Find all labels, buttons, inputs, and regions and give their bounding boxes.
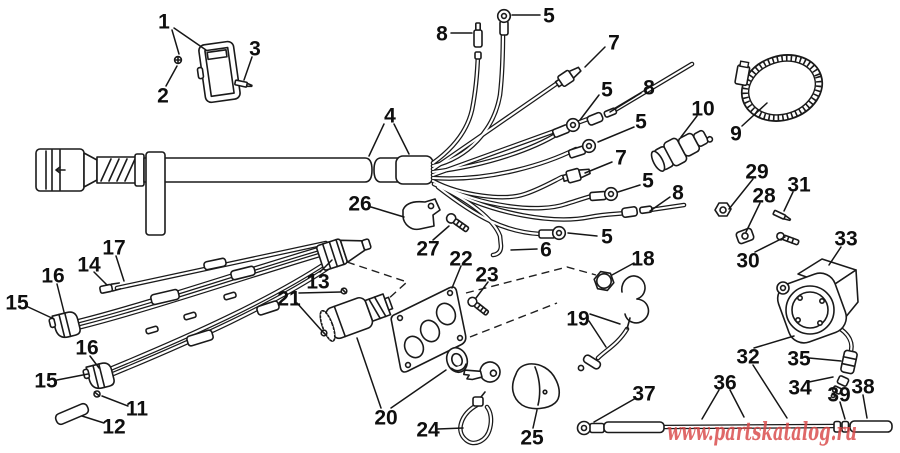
part-hex-nut-18 [593,270,615,292]
callout-31: 31 [787,174,811,197]
part-bezel-nut [445,346,469,374]
callout-8: 8 [643,77,655,100]
spade-terminal-icon [554,66,582,88]
screw-30-icon [776,231,800,246]
part-connector-13 [315,238,372,271]
callout-11: 11 [126,398,149,421]
callout-3: 3 [249,38,261,61]
callout-29: 29 [745,161,768,184]
callout-39: 39 [827,384,850,407]
callout-16: 16 [75,337,98,360]
nut-29-icon [714,202,732,217]
part-boot-25 [511,363,561,410]
callout-20: 20 [374,407,397,430]
screw-3-icon [234,79,253,88]
tube-12-icon [54,402,90,426]
assembly-guide-lines [346,261,597,338]
terminal-screw-icon [340,287,348,295]
callout-5: 5 [635,111,647,134]
elbow-connector-icon [82,362,115,390]
callout-28: 28 [752,185,776,208]
callout-24: 24 [416,419,440,442]
part-lead-wires [48,257,280,426]
callout-7: 7 [615,147,627,170]
part-ignition-switch-20 [319,287,394,342]
callout-15: 15 [34,370,58,393]
part-lanyard-clip-19 [577,275,650,372]
callout-1: 1 [158,11,170,34]
spade-terminal-icon [561,167,591,184]
screw-2-icon [173,55,183,65]
callout-5: 5 [601,226,613,249]
callout-35: 35 [787,348,811,371]
callout-10: 10 [691,98,714,121]
clip-28-icon [735,227,755,245]
ring-terminal-icon [551,117,581,138]
callout-25: 25 [520,427,544,450]
callout-18: 18 [631,248,655,271]
terminal-screw-icon [320,329,328,337]
callout-12: 12 [102,416,125,439]
callout-30: 30 [736,250,759,273]
callout-5: 5 [642,170,654,193]
elbow-connector-icon [48,311,81,339]
wire-terminals [473,8,653,241]
screw-31-icon [772,209,792,222]
callout-5: 5 [601,79,613,102]
callout-16: 16 [41,265,64,288]
callout-34: 34 [788,377,812,400]
callout-6: 6 [540,239,552,262]
callout-4: 4 [384,105,396,128]
part-relay-33 [776,258,859,399]
callout-7: 7 [608,32,620,55]
fork-terminal-icon [99,282,122,294]
part-cable-tie-24 [472,391,486,407]
callout-19: 19 [566,308,589,331]
part-screw-27 [445,213,470,233]
ring-terminal-icon [538,225,567,241]
watermark-text: www.partskatalog.ru [667,417,857,446]
part-instruction-plate [173,40,253,104]
callout-8: 8 [672,182,684,205]
callout-21: 21 [277,288,301,311]
callout-14: 14 [77,254,101,277]
part-clamp-26 [402,198,441,231]
callout-leader-lines [25,14,868,430]
callout-5: 5 [543,5,555,28]
callout-13: 13 [306,271,329,294]
part-screw-23 [467,296,490,316]
callout-26: 26 [348,193,371,216]
callout-23: 23 [475,264,498,287]
part-battery-cable [576,420,893,436]
bullet-terminal-icon [473,22,483,60]
callout-38: 38 [851,376,875,399]
callout-27: 27 [416,238,439,261]
callout-2: 2 [157,85,169,108]
ring-terminal-icon [567,138,597,159]
part-key [463,361,501,383]
ring-terminal-icon [496,8,512,36]
callout-36: 36 [713,372,736,395]
pigtail-connector-icon [840,349,858,375]
callout-32: 32 [736,346,759,369]
bullet-pair-icon [621,205,653,219]
part-connector-10 [650,129,714,172]
part-panel-plate-22 [390,286,467,373]
callout-15: 15 [5,292,29,315]
callout-22: 22 [449,248,472,271]
callout-8: 8 [436,23,448,46]
ring-terminal-icon [589,186,619,202]
bullet-pair-icon [586,107,618,126]
callout-37: 37 [632,383,655,406]
screw-11-icon [93,390,101,398]
part-hose-clamp-9 [734,54,824,122]
callout-17: 17 [102,237,125,260]
part-harness-plug-and-cable [35,148,434,236]
callout-9: 9 [730,123,742,146]
callout-33: 33 [834,228,857,251]
